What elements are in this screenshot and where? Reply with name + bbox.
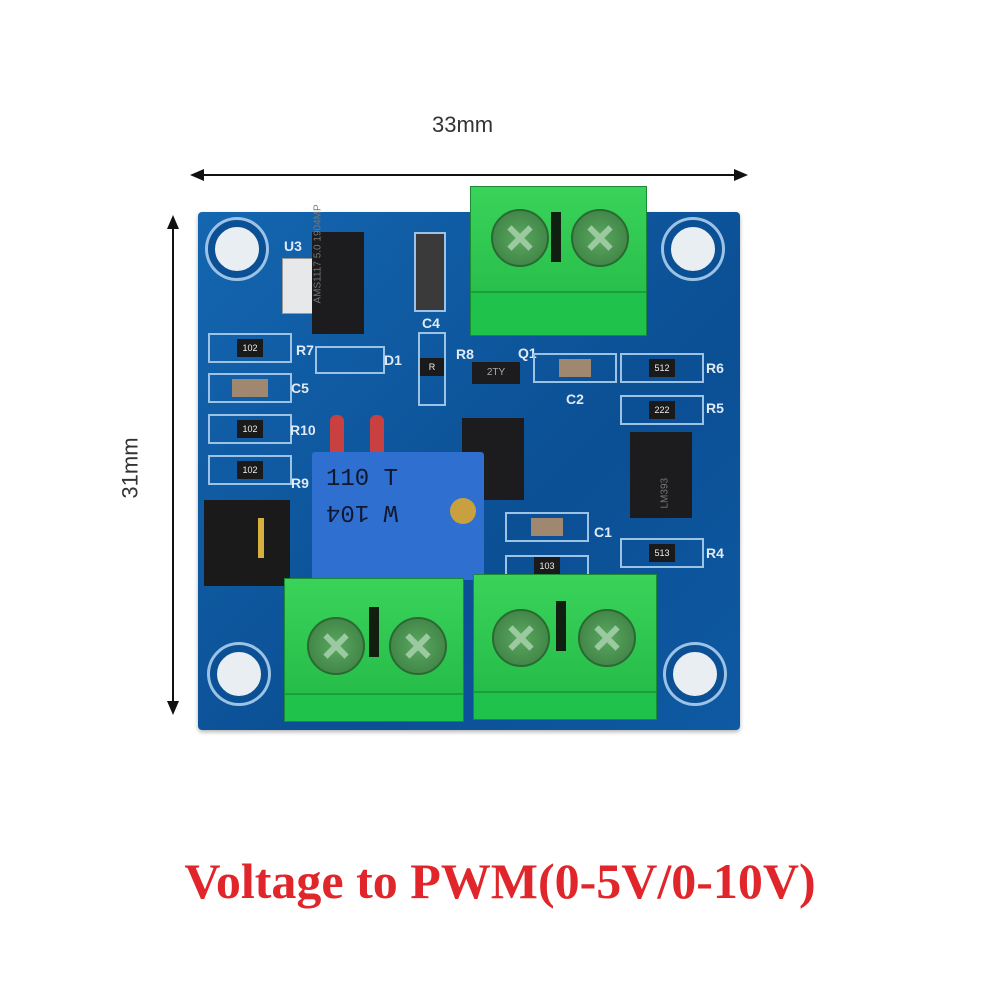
capacitor-c2 [533,353,617,383]
regulator-tab [282,258,316,314]
terminal-block-top[interactable] [470,186,647,336]
pot-adjust-screw[interactable] [450,498,476,524]
label-r10: R10 [290,422,316,438]
label-q1: Q1 [518,345,537,361]
screw-terminal[interactable] [491,209,549,267]
screw-terminal[interactable] [307,617,365,675]
label-r5: R5 [706,400,724,416]
screw-terminal[interactable] [389,617,447,675]
pot-marking-bottom: W 104 [326,498,399,525]
jumper-header[interactable] [204,500,290,586]
regulator-marking: AMS1117 5.0 1904MP [312,204,324,304]
resistor-r10: 102 [208,414,292,444]
transistor-q1: 2TY [472,362,520,384]
terminal-block-bottom-left[interactable] [284,578,464,722]
label-u3: U3 [284,238,302,254]
width-dimension-arrow [190,169,748,181]
comparator-marking: LM393 [659,477,671,509]
capacitor-c4 [414,232,446,312]
screw-terminal[interactable] [578,609,636,667]
mounting-hole [210,645,268,703]
mounting-hole [664,220,722,278]
label-c5: C5 [291,380,309,396]
label-r4: R4 [706,545,724,561]
comparator-chip: LM393 [630,432,692,518]
label-c2: C2 [566,391,584,407]
resistor-r6: 512 [620,353,704,383]
screw-terminal[interactable] [492,609,550,667]
label-r8: R8 [456,346,474,362]
label-r7: R7 [296,342,314,358]
height-dimension-label: 31mm [117,437,143,499]
label-c4: C4 [422,315,440,331]
resistor-r7: 102 [208,333,292,363]
screw-terminal[interactable] [571,209,629,267]
height-dimension-arrow [167,215,179,715]
pot-marking-top: 110 T [326,466,399,493]
product-caption: Voltage to PWM(0-5V/0-10V) [184,853,816,909]
label-d1: D1 [384,352,402,368]
label-r9: R9 [291,475,309,491]
terminal-block-bottom-right[interactable] [473,574,657,720]
mounting-hole [208,220,266,278]
resistor-r5: 222 [620,395,704,425]
capacitor-c5 [208,373,292,403]
regulator-chip: AMS1117 5.0 1904MP [312,204,364,334]
mounting-hole [666,645,724,703]
label-r6: R6 [706,360,724,376]
resistor-r4: 513 [620,538,704,568]
capacitor-c1 [505,512,589,542]
label-c1: C1 [594,524,612,540]
potentiometer[interactable]: 110 T W 104 [312,452,484,580]
width-dimension-label: 33mm [432,112,494,137]
resistor-r8: R [418,332,446,406]
led-d1 [315,346,385,374]
resistor-r9: 102 [208,455,292,485]
